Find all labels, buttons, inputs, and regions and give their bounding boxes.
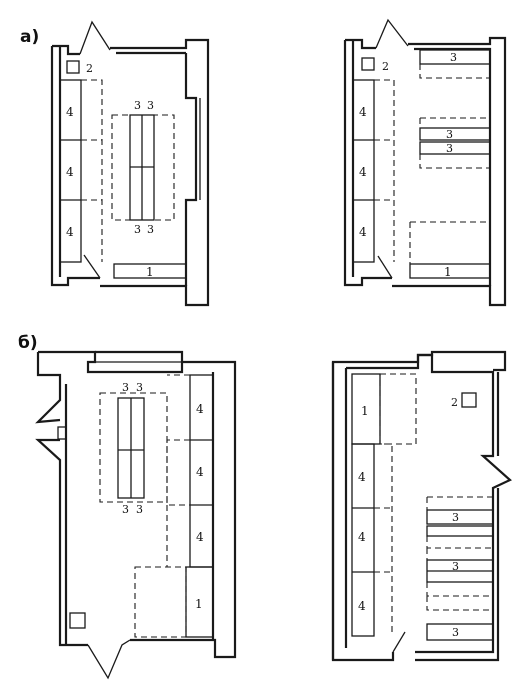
rack-item [59,79,82,263]
wall [343,40,392,287]
bench-item [426,509,494,525]
wall [392,36,507,307]
clearance-zone [419,64,490,79]
wall [52,44,80,56]
clearance-zone [99,392,168,503]
item-number: 3 [134,223,141,236]
plan-a-left: 2 4 4 4 3 3 3 3 1 [50,20,210,307]
item-number: 1 [146,265,154,279]
wall [415,488,500,662]
plan-a-right: 2 4 4 4 3 3 3 1 [343,18,507,307]
clearance-zone [419,154,490,169]
item-number: 4 [66,165,74,179]
bench-item [419,49,491,65]
item-number: 3 [122,381,129,394]
clearance-zone [81,79,103,262]
panel-label-a: а) [20,27,39,47]
wall [100,38,210,307]
item-number: 4 [196,402,204,416]
wall [58,470,88,647]
clearance-zone [134,566,187,638]
wall [38,350,237,659]
clearance-zone [166,374,190,567]
wall [36,352,62,384]
cabinet-item [361,57,375,71]
item-number: 4 [358,470,366,484]
item-number: 1 [361,404,369,418]
item-number: 3 [136,381,143,394]
wall [184,53,198,286]
item-number: 2 [451,396,458,409]
door-swing [35,384,62,424]
item-number: 4 [359,165,367,179]
rack-item [351,443,375,637]
clearance-zone [419,117,490,128]
item-number: 3 [446,128,453,141]
clearance-zone [426,582,493,611]
item-number: 1 [444,265,452,279]
item-number: 3 [452,560,459,573]
wall [346,362,420,370]
item-number: 3 [446,142,453,155]
entrance-block [113,263,187,279]
window-item [57,426,67,440]
item-number: 3 [452,511,459,524]
wall [50,46,100,287]
wall [95,350,184,362]
wall [331,350,507,660]
cabinet-item [66,60,80,74]
item-number: 1 [195,597,203,611]
bench-item [426,525,494,537]
clearance-zone [374,443,393,636]
wall [345,38,376,50]
item-number: 3 [134,99,141,112]
item-number: 4 [66,105,74,119]
clearance-zone [426,496,493,510]
door-swing [482,455,511,481]
door-swing [87,639,131,680]
item-number: 3 [122,503,129,516]
plan-b-right: 2 1 4 4 4 3 3 3 [331,350,512,662]
door-swing [392,631,406,653]
bench-item [419,127,491,141]
item-number: 4 [66,225,74,239]
clearance-zone [426,536,493,560]
door-swing [375,18,409,49]
door-swing [35,438,62,470]
item-number: 2 [382,60,389,73]
clearance-zone [409,221,490,264]
item-number: 3 [450,51,457,64]
item-number: 3 [147,99,154,112]
door-swing [83,254,101,279]
item-number: 3 [452,626,459,639]
door-swing [79,20,111,55]
panel-label-b: б) [18,333,38,353]
rack-item [352,79,375,263]
item-number: 3 [136,503,143,516]
cabinet-item [461,392,477,408]
item-number: 2 [86,62,93,75]
item-number: 4 [196,465,204,479]
item-number: 4 [358,599,366,613]
door-swing [377,255,393,279]
item-number: 4 [196,530,204,544]
wall [331,362,395,662]
entrance-block [409,263,491,279]
wall [414,47,492,286]
item-number: 3 [147,223,154,236]
plan-b-left: 3 3 3 3 4 4 4 1 [35,350,237,680]
bench-item [419,141,491,155]
clearance-zone [379,373,417,445]
item-number: 4 [359,105,367,119]
clearance-zone [374,79,395,262]
item-number: 4 [359,225,367,239]
bench-item [426,623,494,641]
item-number: 4 [358,530,366,544]
wall [415,353,512,654]
cabinet-item [69,612,86,629]
